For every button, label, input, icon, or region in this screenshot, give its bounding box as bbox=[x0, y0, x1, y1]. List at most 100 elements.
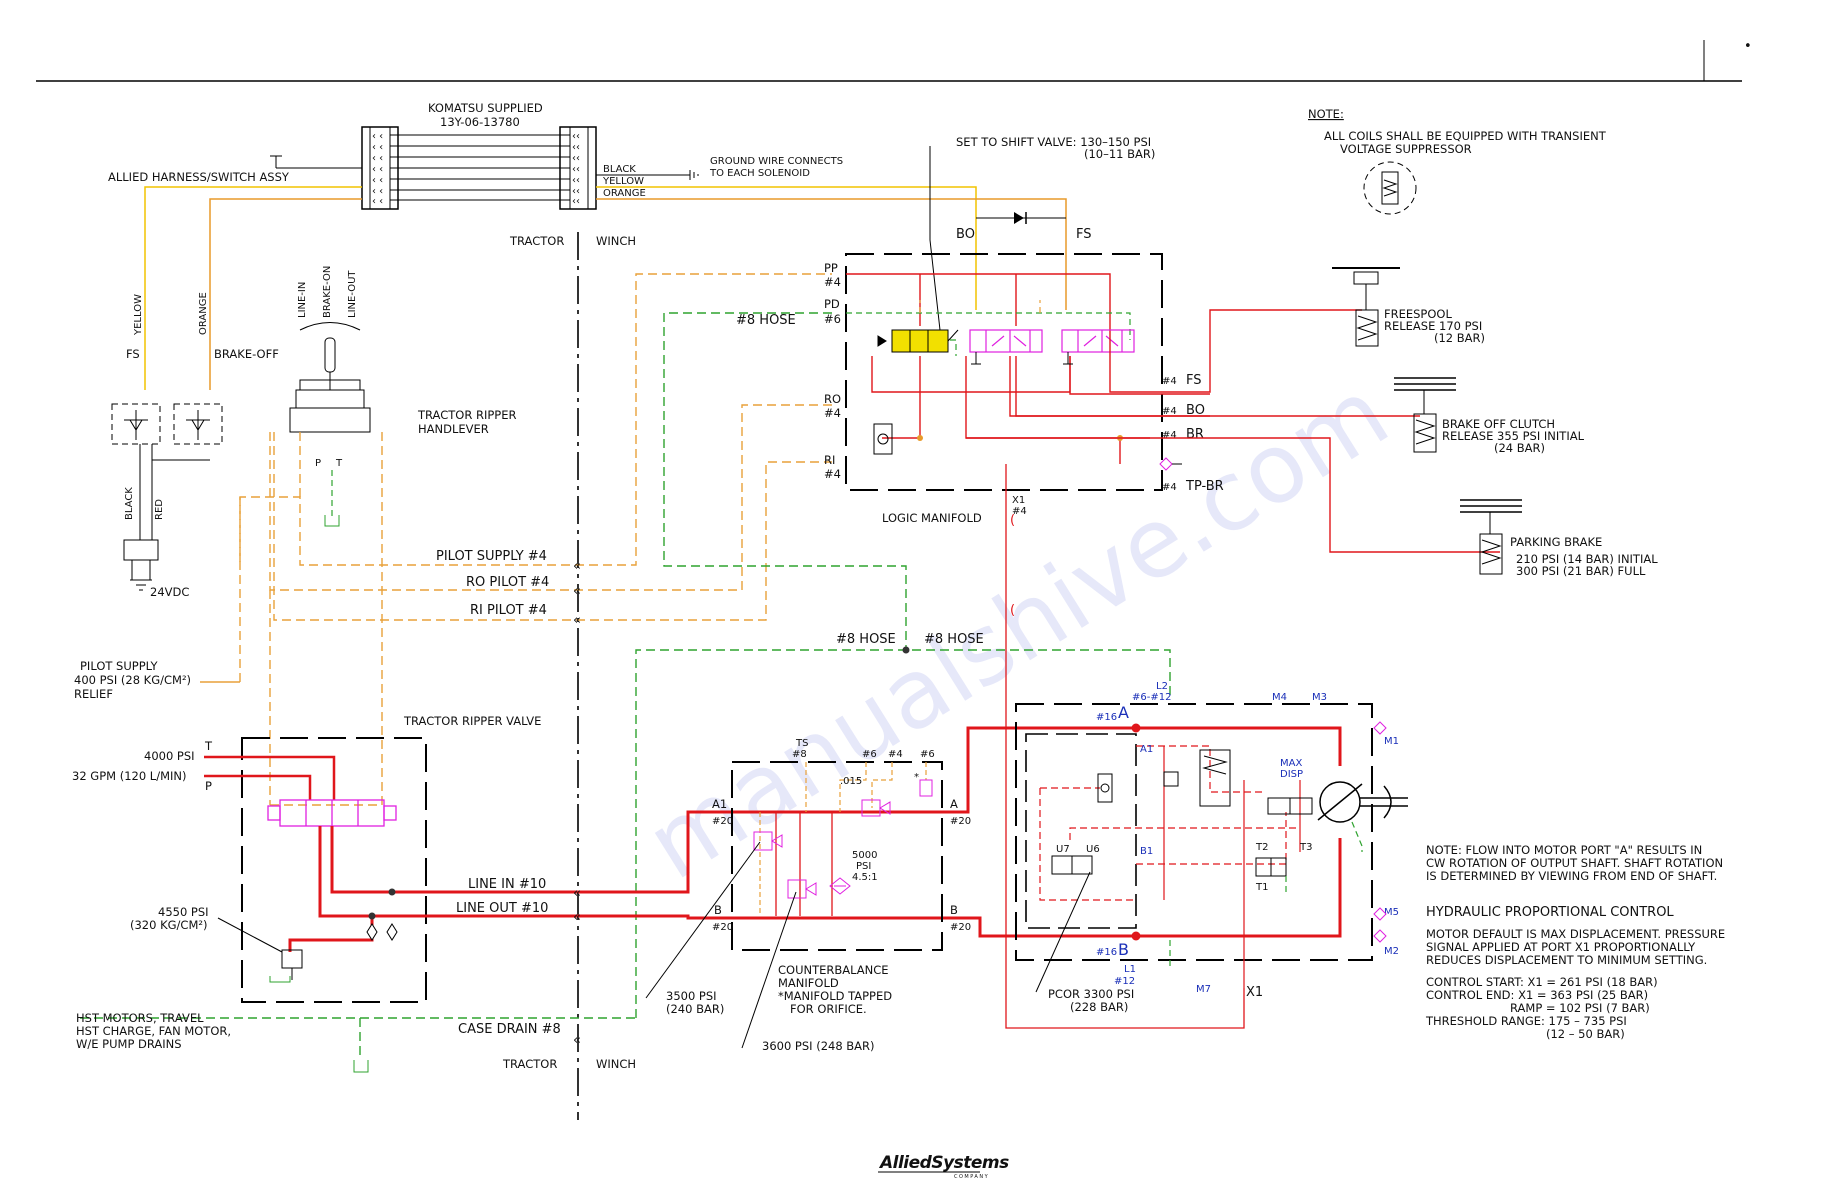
motor-servo bbox=[1267, 797, 1313, 815]
motor-max-2: DISP bbox=[1280, 769, 1303, 780]
zone-tractor-bottom: TRACTOR bbox=[502, 1057, 557, 1071]
cb-a1: A1 bbox=[712, 797, 727, 811]
hose8-label-a: #8 HOSE bbox=[836, 632, 896, 647]
check-valves bbox=[366, 923, 398, 941]
port-pd-size: #6 bbox=[824, 312, 841, 326]
ground-symbol-harness bbox=[689, 170, 699, 180]
cb-note-1: *MANIFOLD TAPPED bbox=[778, 989, 892, 1003]
parking-brake-actuator bbox=[1460, 499, 1522, 575]
hose8-label-b: #8 HOSE bbox=[924, 632, 984, 647]
motor-t1: T1 bbox=[1255, 882, 1268, 893]
ri-pilot-label: RI PILOT #4 bbox=[470, 603, 547, 618]
ro-pilot-label: RO PILOT #4 bbox=[466, 575, 549, 590]
motor-l2-size: #6-#12 bbox=[1132, 692, 1171, 703]
zone-winch-top: WINCH bbox=[596, 234, 636, 248]
handlever-port-p: P bbox=[315, 458, 321, 469]
motor-t2: T2 bbox=[1255, 842, 1268, 853]
port-pp-size: #4 bbox=[824, 275, 841, 289]
svg-text:‹ ‹: ‹ ‹ bbox=[372, 186, 383, 197]
motor-m4: M4 bbox=[1272, 692, 1287, 703]
cb-relief-ratio: 4.5:1 bbox=[852, 872, 878, 883]
svg-text:‹‹: ‹‹ bbox=[572, 164, 580, 175]
svg-text:‹‹: ‹‹ bbox=[572, 186, 580, 197]
cb-note-2: FOR ORIFICE. bbox=[790, 1002, 867, 1016]
ripper-valve-box bbox=[241, 737, 427, 1003]
motor-l1-size: #12 bbox=[1114, 976, 1135, 987]
shift-note-1: SET TO SHIFT VALVE: 130–150 PSI bbox=[956, 135, 1151, 149]
svg-text:‹‹: ‹‹ bbox=[572, 196, 580, 207]
cb-relief-pressure: 5000 bbox=[852, 850, 877, 861]
handlever-title-2: HANDLEVER bbox=[418, 422, 489, 436]
motor-x1: X1 bbox=[1246, 985, 1263, 1000]
freespool-1: FREESPOOL bbox=[1384, 307, 1452, 321]
svg-text:COMPANY: COMPANY bbox=[954, 1174, 989, 1180]
svg-text:«: « bbox=[573, 559, 581, 574]
case-drain-label: CASE DRAIN #8 bbox=[458, 1022, 561, 1037]
pilot-supply-label: PILOT SUPPLY #4 bbox=[436, 549, 547, 564]
svg-text:‹ ‹: ‹ ‹ bbox=[372, 131, 383, 142]
wire-yellow bbox=[144, 186, 362, 390]
note-motor-1: NOTE: FLOW INTO MOTOR PORT "A" RESULTS I… bbox=[1426, 843, 1702, 857]
motor-control-spool bbox=[1163, 749, 1231, 807]
motor-t3: T3 bbox=[1299, 842, 1312, 853]
svg-text:«: « bbox=[573, 886, 581, 901]
supplier-title: KOMATSU SUPPLIED bbox=[428, 101, 543, 115]
svg-text:‹ ‹: ‹ ‹ bbox=[372, 196, 383, 207]
wire-orange-label: ORANGE bbox=[603, 188, 646, 199]
switch-fs bbox=[111, 403, 161, 445]
note-heading: NOTE: bbox=[1308, 107, 1344, 121]
motor-m5: M5 bbox=[1384, 907, 1399, 918]
out-fs: FS bbox=[1186, 373, 1202, 388]
page-mark: • bbox=[1744, 39, 1752, 54]
ripper-relief-valve bbox=[281, 949, 303, 980]
motor-t-valve bbox=[1255, 857, 1287, 877]
logic-manifold-title: LOGIC MANIFOLD bbox=[882, 511, 982, 525]
test-port-icon bbox=[1159, 457, 1182, 471]
zone-tractor-top: TRACTOR bbox=[509, 234, 564, 248]
x1-logic-size: #4 bbox=[1012, 506, 1027, 517]
motor-a-size: #16 bbox=[1096, 712, 1117, 723]
cb-plug bbox=[919, 779, 933, 797]
svg-text:AlliedSystems: AlliedSystems bbox=[878, 1153, 1009, 1173]
wire-orange-right bbox=[596, 198, 1067, 310]
bo-top-label: BO bbox=[956, 227, 975, 242]
ground-note-1: GROUND WIRE CONNECTS bbox=[710, 156, 843, 167]
pilot-supply-pressure: 400 PSI (28 KG/CM²) bbox=[74, 673, 191, 687]
cb-valve-3500 bbox=[753, 831, 783, 851]
supplier-part: 13Y-06-13780 bbox=[440, 115, 520, 129]
motor-u6: U6 bbox=[1086, 844, 1100, 855]
allied-systems-logo: AlliedSystems COMPANY bbox=[878, 1153, 1010, 1180]
out-bo-port: #4 bbox=[1162, 406, 1177, 417]
port-ro-size: #4 bbox=[824, 406, 841, 420]
port-ri-size: #4 bbox=[824, 467, 841, 481]
ground-note-2: TO EACH SOLENOID bbox=[709, 168, 810, 179]
freespool-2: RELEASE 170 PSI bbox=[1384, 319, 1482, 333]
ripper-port-p: P bbox=[205, 779, 212, 793]
line-out-label: LINE OUT #10 bbox=[456, 901, 548, 916]
out-br: BR bbox=[1186, 427, 1204, 442]
cb-ts: TS bbox=[795, 738, 808, 749]
svg-text:‹‹: ‹‹ bbox=[572, 175, 580, 186]
svg-text:‹‹: ‹‹ bbox=[572, 142, 580, 153]
voltage-label: 24VDC bbox=[150, 585, 189, 599]
suppressor-icon bbox=[1363, 161, 1417, 215]
port-pd: PD bbox=[824, 297, 840, 311]
cb-b-size: #20 bbox=[712, 922, 733, 933]
ripper-port-t: T bbox=[204, 739, 213, 753]
svg-text:(: ( bbox=[1010, 603, 1015, 618]
port-ri: RI bbox=[824, 453, 835, 467]
cb-relief-psi: PSI bbox=[856, 861, 871, 872]
clutch-1: BRAKE OFF CLUTCH bbox=[1442, 417, 1555, 431]
freespool-3: (12 BAR) bbox=[1434, 331, 1485, 345]
wire-yellow-label: YELLOW bbox=[602, 176, 644, 187]
ripper-relief-1: 4550 PSI bbox=[158, 905, 209, 919]
cb-p6a: #6 bbox=[862, 749, 877, 760]
motor-port-a: A bbox=[1118, 703, 1129, 722]
pos-line-out: LINE-OUT bbox=[347, 270, 358, 318]
hose8-line-left bbox=[663, 312, 907, 650]
handlever-port-t: T bbox=[335, 458, 343, 469]
tank-symbol-drain bbox=[353, 1060, 369, 1073]
park-1: PARKING BRAKE bbox=[1510, 535, 1602, 549]
ripper-relief-2: (320 KG/CM²) bbox=[130, 918, 207, 932]
